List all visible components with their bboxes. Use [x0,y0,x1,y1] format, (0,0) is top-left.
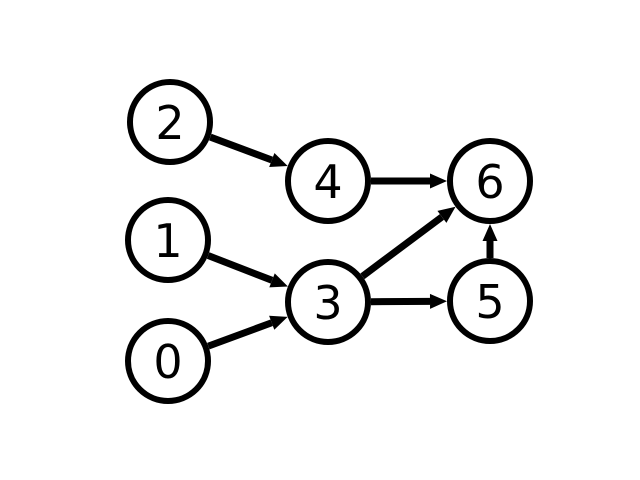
edge-line [206,252,274,284]
edges-layer: 2 -> 4 4 -> 6 1 -> 3 0 -> 3 3 -> 6 3 -> 5 5 ->… [206,133,498,350]
edge-arrowhead-icon [269,152,288,168]
node-circle[interactable] [447,138,533,224]
graph-edge: 0 -> 3 [207,315,288,350]
graph-node[interactable]: 3 [285,259,371,345]
edge-arrowhead-icon [430,173,447,189]
edge-arrowhead-icon [437,206,456,223]
node-circle[interactable] [125,197,211,283]
graph-edge: 3 -> 5 [370,293,448,309]
graph-node[interactable]: 2 [127,79,213,165]
node-label: 3 [313,276,342,330]
node-circle[interactable] [447,258,533,344]
graph-node[interactable]: 5 [447,258,533,344]
node-label: 1 [153,214,182,268]
node-circle[interactable] [285,138,371,224]
edge-line [209,133,274,164]
node-label: 5 [475,275,504,329]
node-circle[interactable] [285,259,371,345]
edge-line [207,319,273,350]
edge-line [360,214,445,280]
edge-arrowhead-icon [429,293,448,309]
nodes-layer: 0 1 2 3 4 5 6 [125,79,533,404]
node-label: 4 [313,155,342,209]
node-label: 6 [475,155,504,209]
edge-arrowhead-icon [482,224,498,241]
edge-arrowhead-icon [269,273,288,288]
node-circle[interactable] [125,318,211,404]
graph-node[interactable]: 4 [285,138,371,224]
graph-edge: 1 -> 3 [206,252,288,288]
edge-arrowhead-icon [269,315,288,330]
node-label: 0 [153,335,182,389]
graph-edge: 2 -> 4 [209,133,288,168]
node-circle[interactable] [127,79,213,165]
node-label: 2 [155,96,184,150]
graph-node[interactable]: 0 [125,318,211,404]
graph-node[interactable]: 6 [447,138,533,224]
graph-edge: 3 -> 6 [360,206,456,280]
graph-edge: 5 -> 6 [482,224,498,258]
graph-node[interactable]: 1 [125,197,211,283]
graph-edge: 4 -> 6 [371,173,447,189]
